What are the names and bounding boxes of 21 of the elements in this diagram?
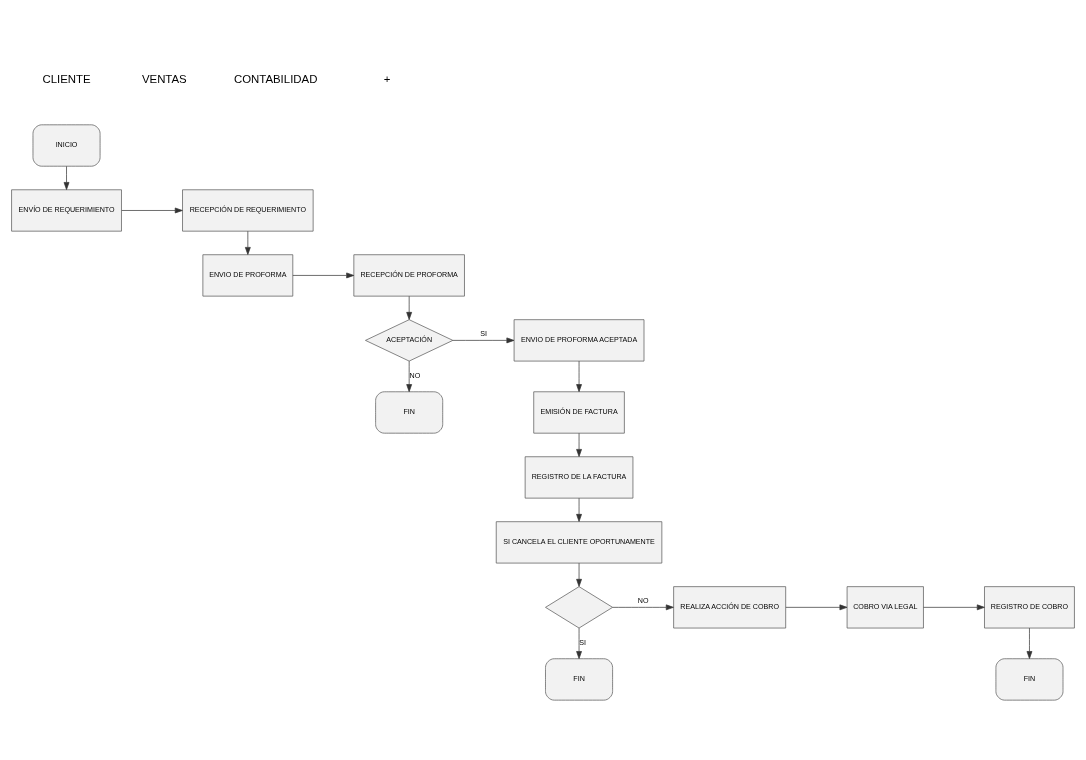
arrow xyxy=(292,272,355,279)
arrow xyxy=(245,230,251,255)
arrow xyxy=(576,432,582,457)
arrow xyxy=(406,295,412,320)
arrow xyxy=(63,165,70,190)
arrow xyxy=(576,360,582,392)
arrow xyxy=(406,360,412,392)
arrow xyxy=(1026,627,1033,659)
label: CLIENTE xyxy=(42,73,91,86)
label: + xyxy=(383,73,391,86)
arrow xyxy=(452,337,515,344)
arrow xyxy=(612,604,674,611)
arrow xyxy=(785,604,848,611)
arrow xyxy=(923,604,985,611)
arrow xyxy=(576,627,582,659)
arrow xyxy=(121,207,183,214)
node-diamond xyxy=(545,586,613,629)
label: VENTAS xyxy=(141,73,187,86)
label: CONTABILIDAD xyxy=(233,73,318,86)
arrow xyxy=(576,497,582,522)
arrow xyxy=(576,562,582,587)
